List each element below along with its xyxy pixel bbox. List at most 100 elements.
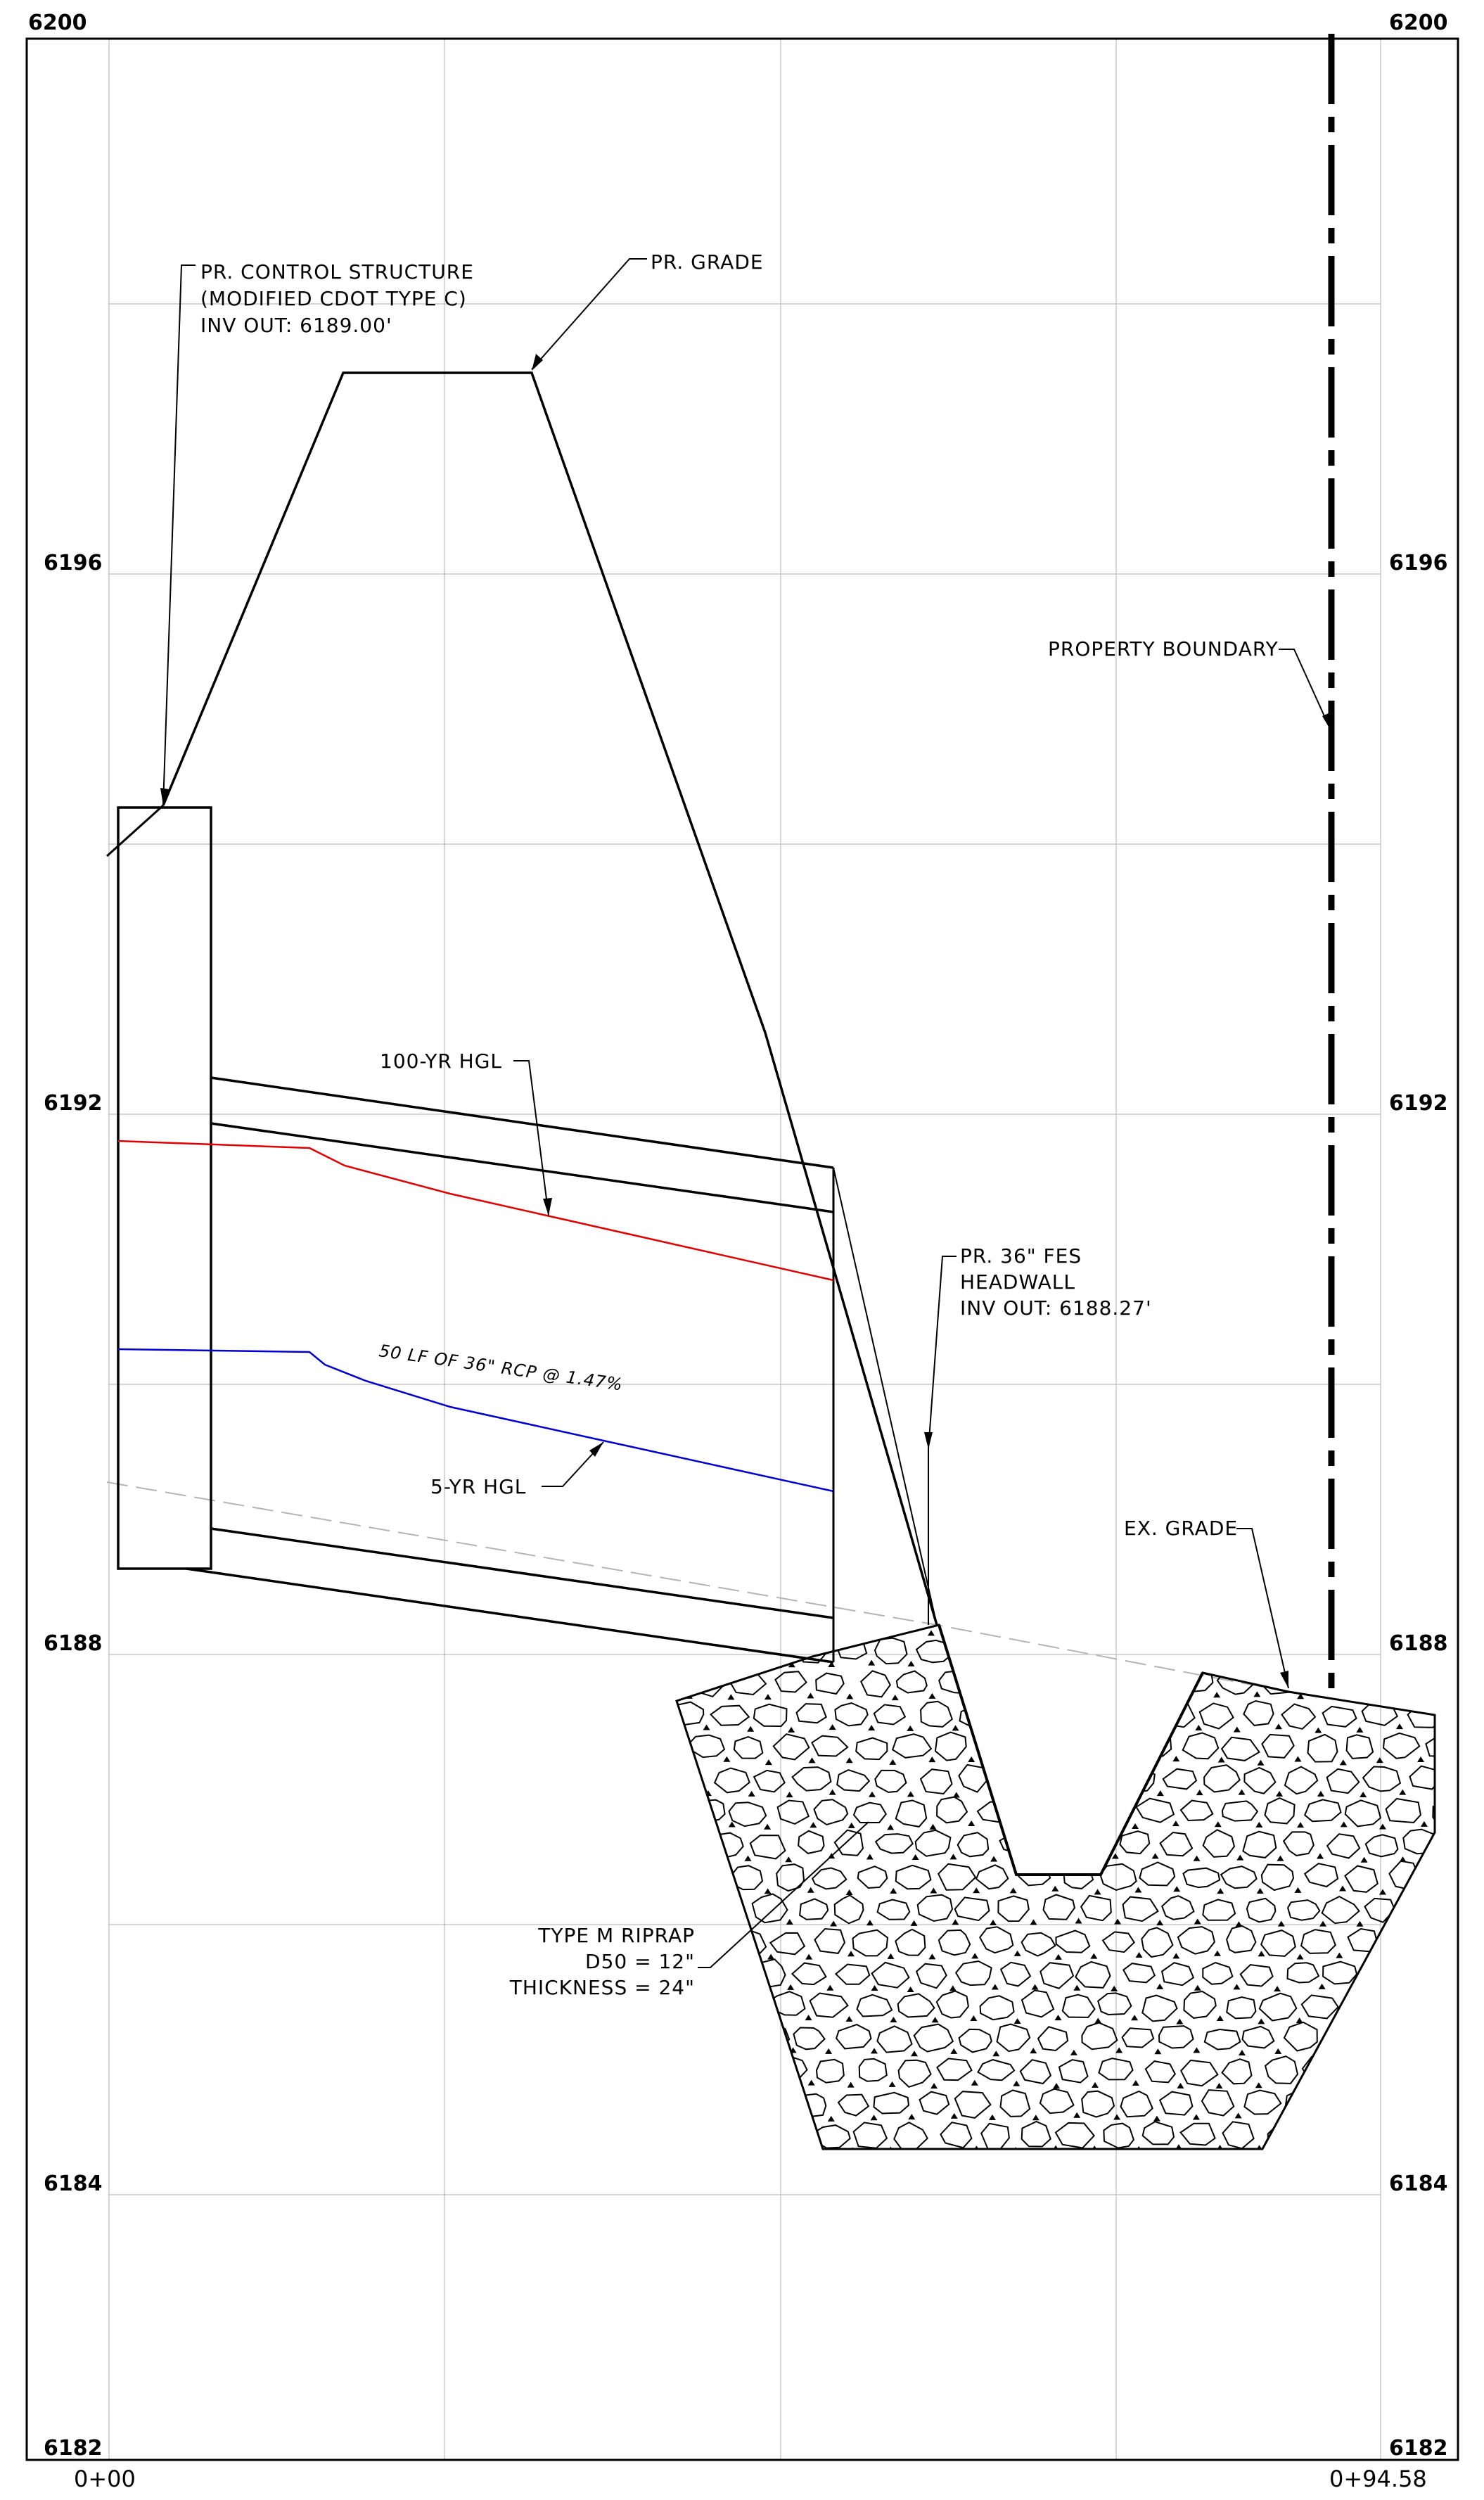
riprap-rock [916, 1894, 954, 1922]
riprap-gap-mark [928, 1756, 936, 1763]
riprap-gap-mark [927, 1630, 935, 1636]
riprap-rock [1387, 2125, 1420, 2149]
riprap-gap-mark [1111, 1853, 1119, 1859]
riprap-gap-mark [1441, 1984, 1448, 1989]
riprap-gap-mark [868, 1725, 876, 1731]
riprap-rock [1286, 1962, 1320, 1984]
riprap-rock [1326, 1833, 1361, 1859]
riprap-rock [1075, 1960, 1111, 1989]
riprap-gap-mark [1192, 2114, 1200, 2120]
riprap-rock [815, 2058, 845, 2084]
riprap-rock [833, 1829, 864, 1856]
riprap-rock [710, 1960, 747, 1990]
riprap-rock [1221, 1800, 1259, 1822]
riprap-gap-mark [785, 1856, 793, 1863]
riprap-rock [696, 1625, 728, 1631]
riprap-rock [1260, 1930, 1296, 1957]
riprap-rock [1203, 1637, 1239, 1662]
riprap-gap-mark [849, 1628, 857, 1635]
riprap-gap-mark [993, 1659, 1001, 1665]
riprap-rock [691, 1993, 724, 2017]
riprap-rock [858, 2058, 888, 2082]
riprap-rock [873, 2091, 910, 2115]
arrowhead [543, 1198, 552, 1216]
riprap-gap-mark [1156, 1983, 1164, 1989]
elev-label-right: 6200 [1389, 11, 1448, 35]
riprap-gap-mark [1070, 1791, 1078, 1797]
riprap-rock [1144, 2060, 1176, 2084]
control-structure-label-3: INV OUT: 6189.00' [200, 314, 392, 337]
riprap-rock [791, 1766, 832, 1792]
riprap-gap-mark [1216, 2015, 1224, 2021]
riprap-gap-mark [703, 1724, 710, 1730]
riprap-rock [693, 1927, 725, 1955]
riprap-gap-mark [1194, 1918, 1201, 1925]
riprap-rock [751, 1893, 788, 1924]
riprap-gap-mark [1396, 1723, 1404, 1730]
riprap-rock [1364, 1897, 1396, 1923]
riprap-gap-mark [1319, 1920, 1327, 1927]
riprap-rock [1383, 2060, 1421, 2084]
riprap-rock [1203, 2028, 1241, 2051]
riprap-gap-mark [1131, 1693, 1139, 1699]
riprap-gap-mark [1070, 1853, 1078, 1859]
riprap-gap-mark [1073, 1725, 1080, 1731]
riprap-rock [1141, 1927, 1174, 1958]
leader-5yr-hgl [542, 1441, 604, 1487]
riprap-gap-mark [746, 1985, 753, 1991]
leader-control-structure [162, 264, 196, 806]
riprap-rock [1386, 1994, 1419, 2020]
riprap-rock [1405, 2092, 1435, 2120]
riprap-rock [1448, 1896, 1483, 1921]
riprap-gap-mark [1217, 1756, 1225, 1763]
leader-fes [928, 1256, 957, 1625]
riprap-rock [919, 1768, 953, 1795]
riprap-gap-mark [1478, 1659, 1484, 1665]
riprap-gap-mark [1420, 2147, 1428, 2149]
riprap-rock [815, 1672, 845, 1695]
riprap-rock [791, 1962, 827, 1986]
riprap-gap-mark [1462, 1824, 1469, 1830]
riprap-rock [897, 2059, 932, 2088]
riprap-gap-mark [1009, 1887, 1017, 1894]
riprap-gap-mark [1338, 2145, 1346, 2149]
riprap-gap-mark [1172, 1820, 1179, 1827]
riprap-rock [1241, 1641, 1279, 1663]
riprap-rock [1121, 2027, 1155, 2048]
riprap-gap-mark [911, 2051, 919, 2057]
riprap-rock [859, 1670, 891, 1698]
riprap-rock [1323, 2091, 1358, 2119]
riprap-rock [1428, 2060, 1435, 2085]
riprap-gap-mark [1031, 1984, 1039, 1990]
riprap-gap-mark [744, 1855, 752, 1861]
riprap-gap-mark [1092, 1692, 1099, 1699]
riprap-gap-mark [744, 2047, 752, 2053]
riprap-rock [1452, 1832, 1480, 1855]
leader-lines [162, 258, 1332, 1968]
grid-lines [108, 39, 1381, 2460]
riprap-rock [937, 1625, 971, 1631]
riprap-rock [975, 1864, 1009, 1890]
riprap-rock [1058, 2059, 1089, 2084]
riprap-rock [1452, 1771, 1482, 1794]
riprap-gap-mark [891, 1695, 899, 1701]
riprap-rock [694, 2055, 728, 2081]
riprap-rock [1226, 1996, 1257, 2020]
riprap-gap-mark [1462, 1631, 1469, 1636]
riprap-gap-mark [1192, 1661, 1200, 1667]
riprap-gap-mark [890, 1887, 897, 1894]
riprap-gap-mark [825, 2048, 833, 2054]
riprap-gap-mark [727, 2079, 735, 2086]
riprap-rock [1037, 2026, 1069, 2052]
riprap-rock [1382, 1732, 1421, 1759]
riprap-label-3: THICKNESS = 24" [509, 1976, 695, 1999]
riprap-gap-mark [908, 2114, 916, 2120]
riprap-gap-mark [1357, 2050, 1364, 2056]
riprap-gap-mark [1175, 1693, 1182, 1699]
riprap-rock [1038, 1830, 1072, 1856]
riprap-rock [1222, 2121, 1255, 2149]
riprap-gap-mark [785, 2113, 793, 2119]
riprap-gap-mark [1277, 1855, 1284, 1861]
property-boundary-label: PROPERTY BOUNDARY [1048, 637, 1279, 661]
riprap-rock [1305, 2123, 1341, 2147]
